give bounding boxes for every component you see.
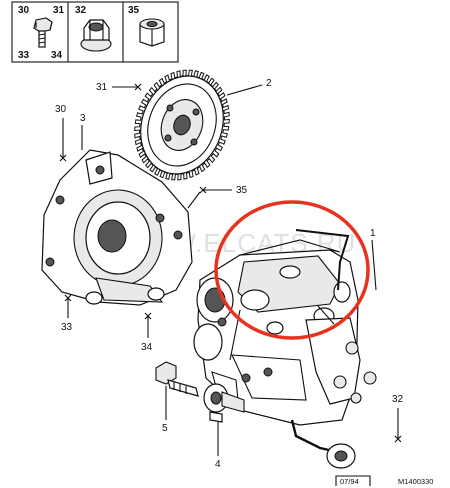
footer-reference: M1400330 xyxy=(398,477,433,486)
callout-35: 35 xyxy=(236,185,248,196)
legend-label-32: 32 xyxy=(75,5,87,16)
drive-gear xyxy=(134,69,230,181)
leader-lines xyxy=(59,83,402,456)
callout-34: 34 xyxy=(141,342,153,353)
legend-label-31: 31 xyxy=(53,5,65,16)
callout-labels: 31 2 30 3 35 1 33 34 5 4 32 xyxy=(55,78,404,470)
callout-4: 4 xyxy=(215,459,221,470)
stud-part-4 xyxy=(203,383,245,423)
callout-1: 1 xyxy=(370,228,376,239)
callout-31: 31 xyxy=(96,82,108,93)
legend-label-34: 34 xyxy=(51,50,63,61)
callout-2: 2 xyxy=(266,78,272,89)
highlight-circle xyxy=(214,200,370,340)
footer: 07/94 M1400330 xyxy=(335,475,433,486)
injection-pump xyxy=(193,229,377,469)
legend-box: 30 31 33 34 32 35 xyxy=(11,1,179,63)
callout-5: 5 xyxy=(162,423,168,434)
bolt-part-5 xyxy=(155,361,199,397)
callout-32: 32 xyxy=(392,394,404,405)
callout-30: 30 xyxy=(55,104,67,115)
legend-label-35: 35 xyxy=(128,5,140,16)
legend-label-33: 33 xyxy=(18,50,30,61)
callout-33: 33 xyxy=(61,322,73,333)
callout-3: 3 xyxy=(80,113,86,124)
spacer-sleeve-icon xyxy=(139,18,165,47)
mounting-bracket xyxy=(41,149,193,306)
footer-date: 07/94 xyxy=(340,477,359,486)
legend-label-30: 30 xyxy=(18,5,30,16)
bolt-icon xyxy=(33,17,53,48)
flange-nut-icon xyxy=(80,19,112,52)
